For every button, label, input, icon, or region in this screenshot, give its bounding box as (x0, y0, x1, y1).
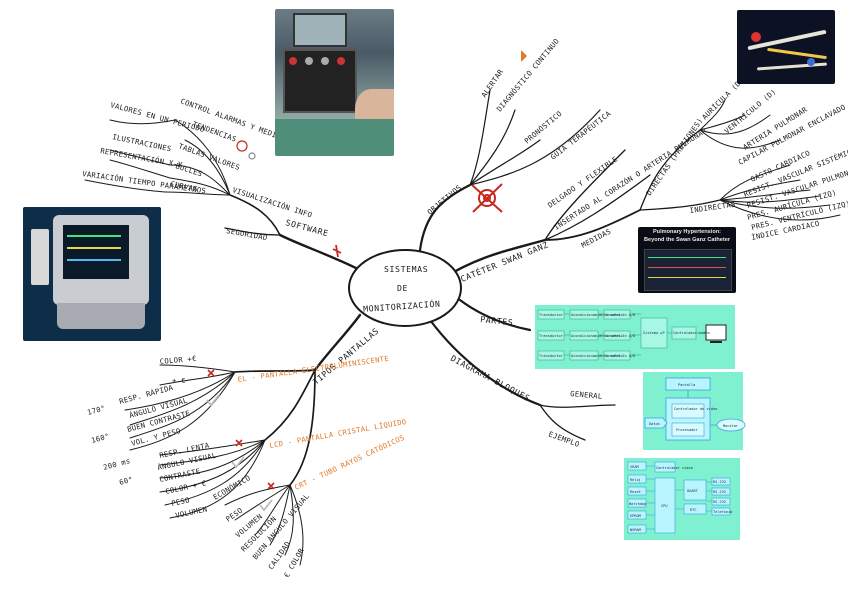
patient-monitor-photo (23, 207, 161, 341)
lcd-item-6: VOLUMEN (175, 504, 209, 520)
el-angle-2: 160° (90, 431, 110, 444)
b2-right: Monitor (723, 424, 739, 428)
b3-r2: RS-232 (713, 490, 726, 494)
block-diagram-partes: Transductor Acondicionamiento señal Conv… (535, 305, 735, 369)
seguridad-label: SEGURIDAD (226, 226, 269, 242)
block-diagram-general: Pantalla Controlador de video Procesador… (643, 372, 746, 450)
b1-r3c1: Transductor (539, 354, 564, 358)
b2-mid: Controlador de video (674, 407, 717, 411)
diagrama-ejemplo: EJEMPLO (547, 429, 581, 449)
lcd-item-5: PESO (171, 495, 191, 508)
directas-label: DIRECTAS (PRESIONES) (644, 116, 704, 197)
b1-r3c3: Conversión A/D (605, 354, 635, 358)
b1-r1c2: Acondicionamiento señal (571, 313, 621, 317)
el-item-1: COLOR +€ (159, 354, 197, 366)
b3-l1: SRAM (630, 465, 639, 469)
cross-icons (207, 369, 275, 490)
b1-r2c1: Transductor (539, 334, 564, 338)
b3-duart: DUART (687, 489, 699, 493)
b2-bottom: Procesador (676, 428, 698, 432)
b2-top: Pantalla (678, 383, 695, 387)
target-icon (471, 183, 503, 213)
center-line1: SISTEMAS (384, 264, 428, 274)
b3-l5: EPROM (630, 514, 642, 518)
b1-r1c1: Transductor (539, 313, 564, 317)
branch-diagrama: DIAGRAMA BLOQUES (449, 353, 532, 403)
hospital-monitor-photo (275, 9, 394, 156)
diagrama-general: GENERAL (570, 389, 603, 401)
el-angle-1: 170° (86, 403, 106, 416)
partes-bg (535, 305, 735, 369)
b3-r4: Telefonía (713, 510, 732, 514)
lcd-angle-1: 200 ms (102, 456, 131, 472)
b3-r3: RS-232 (713, 500, 726, 504)
el-item-2: + € (172, 376, 186, 385)
center-line2: DE (397, 283, 408, 293)
tools-icon (332, 244, 342, 258)
monitor-icon (705, 324, 727, 341)
center-node (348, 249, 462, 327)
b1-right: Controlador video (673, 331, 710, 335)
b3-l6: NVRAM (630, 528, 642, 532)
b1-mid: Sistema µP (643, 331, 665, 335)
b3-rtc: RTC (690, 508, 697, 512)
b3-top: Controlador video (656, 466, 693, 470)
center-line3: MONITORIZACIÓN (363, 298, 441, 314)
branch-cateter: CATÉTER SWAN GANZ (459, 238, 550, 283)
b3-r1: RS-232 (713, 480, 726, 484)
b3-l4: Watchdog (629, 502, 646, 506)
b3-cpu: CPU (661, 504, 668, 508)
obj-item-2: DIAGNÓSTICO CONTINUO (495, 37, 561, 114)
slide-title: Pulmonary Hypertension: (652, 229, 722, 235)
slide-subtitle: Beyond the Swan Ganz Catheter (643, 237, 731, 243)
obj-item-1: ALERTAR (479, 67, 505, 99)
b3-l2: Reloj (630, 478, 641, 482)
branch-partes: PARTES (480, 314, 514, 327)
b2-left: Datos (649, 422, 660, 426)
swan-ganz-slide: Pulmonary Hypertension: Beyond the Swan … (638, 227, 736, 293)
b1-r1c3: Conversión A/D (605, 313, 635, 317)
globe-icon (236, 140, 256, 160)
visualizacion-label: VISUALIZACIÓN INFO (231, 185, 313, 219)
b1-r3c2: Acondicionamiento señal (571, 354, 621, 358)
obj-item-3: PRONÓSTICO (523, 109, 564, 146)
crt-item-2: PESO (224, 506, 244, 524)
cat-item-1: DELGADO Y FLEXIBLE (546, 154, 619, 209)
warning-icon (521, 50, 527, 62)
b3-l3: Reset (630, 490, 641, 494)
b1-r2c3: Conversión A/D (605, 334, 635, 338)
branch-objetivos: OBJETIVOS (426, 183, 464, 217)
block-diagram-ejemplo: SRAM Reloj Reset Watchdog EPROM NVRAM Co… (624, 458, 740, 540)
lcd-angle-2: 60° (118, 475, 134, 487)
catheter-photo (737, 10, 835, 84)
branch-software: SOFTWARE (284, 217, 329, 238)
indirectas-label: INDIRECTAS (689, 200, 736, 215)
b1-r2c2: Acondicionamiento señal (571, 334, 621, 338)
check-icons (206, 394, 273, 512)
